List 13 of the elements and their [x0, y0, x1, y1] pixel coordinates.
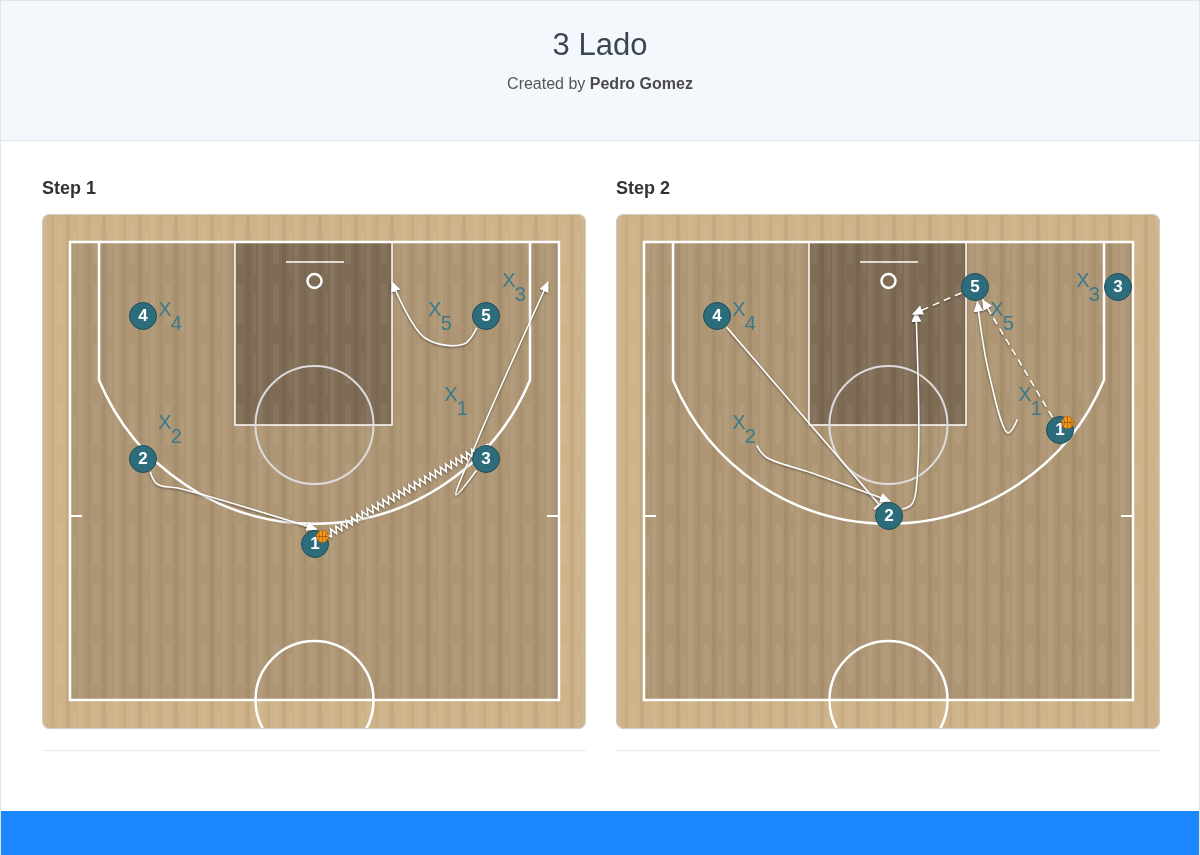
dashed-arrow — [912, 292, 963, 315]
step-heading: Step 2 — [616, 177, 671, 199]
arrow — [391, 281, 478, 347]
arrow — [973, 300, 1019, 434]
page-title: 3 Lado — [552, 27, 648, 63]
author-credit: Created by Pedro Gomez — [507, 74, 693, 93]
arrow — [149, 471, 318, 531]
arrow — [755, 444, 891, 503]
dashed-arrow — [981, 298, 1054, 418]
arrow — [454, 281, 549, 496]
step-heading: Step 1 — [42, 177, 97, 199]
screen-line — [726, 326, 886, 511]
zigzag-arrow — [326, 443, 489, 538]
